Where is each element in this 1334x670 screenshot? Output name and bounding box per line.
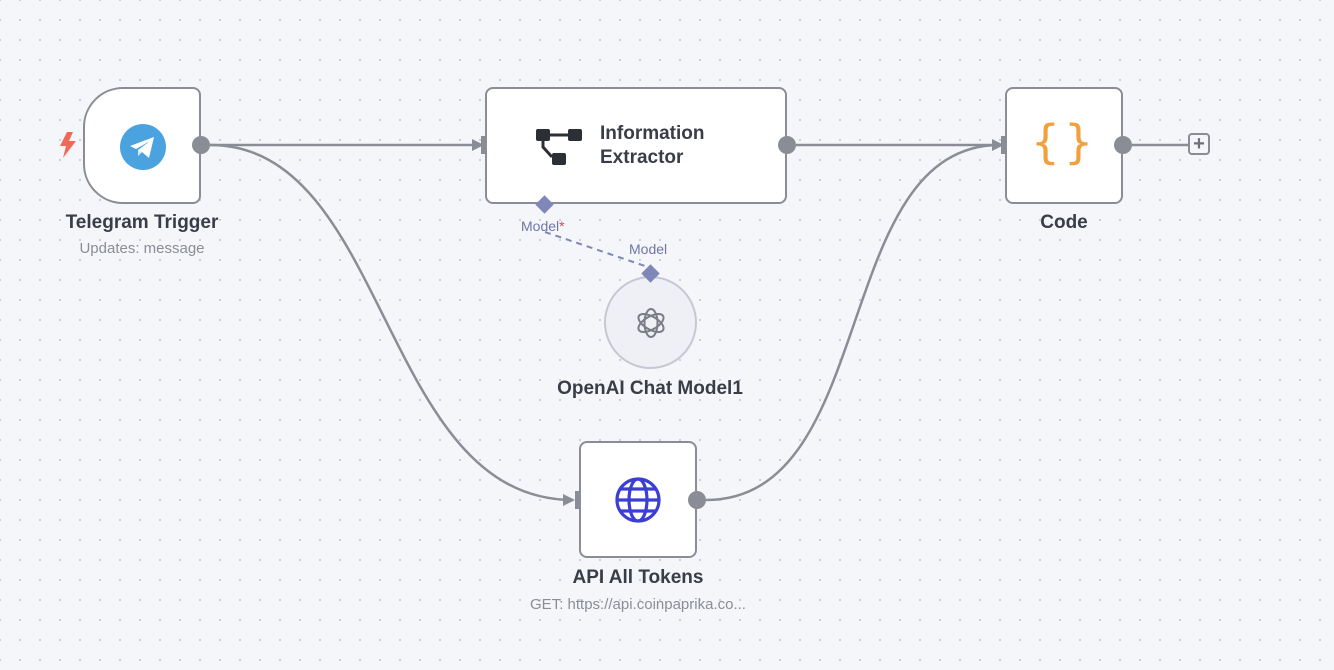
information-extractor-node[interactable]: Information Extractor [485, 87, 787, 204]
telegram-trigger-node[interactable] [83, 87, 201, 204]
telegram-output-handle[interactable] [192, 136, 210, 154]
openai-chat-model-node[interactable] [604, 276, 697, 369]
code-output-handle[interactable] [1114, 136, 1132, 154]
add-node-button[interactable]: + [1188, 133, 1210, 155]
edge-telegram-api[interactable] [209, 143, 574, 502]
api-all-tokens-subtitle: GET: https://api.coinpaprika.co... [530, 596, 746, 613]
openai-icon [637, 308, 665, 338]
extractor-title-line1: Information [600, 123, 705, 144]
code-braces-icon: {} [1030, 115, 1098, 169]
extractor-model-input-label: Model* [521, 218, 565, 234]
api-all-tokens-title: API All Tokens [572, 567, 704, 588]
extractor-output-handle[interactable] [778, 136, 796, 154]
telegram-trigger-title: Telegram Trigger [65, 212, 219, 233]
edge-arrowhead [563, 494, 575, 506]
globe-icon [615, 477, 661, 523]
openai-chat-model-title: OpenAI Chat Model1 [557, 378, 743, 399]
information-extractor-icon [536, 129, 582, 165]
openai-model-output-label: Model [629, 241, 668, 257]
code-node[interactable]: {} [1005, 87, 1123, 204]
code-title: Code [1040, 212, 1088, 233]
telegram-icon [120, 124, 166, 170]
plus-icon: + [1193, 133, 1205, 155]
edge-api-code[interactable] [705, 143, 1001, 502]
required-mark: * [559, 218, 565, 234]
api-all-tokens-node[interactable] [579, 441, 697, 558]
model-input-label-text: Model [521, 218, 560, 234]
lightning-bolt-icon [60, 132, 76, 158]
edge-arrowhead [472, 139, 484, 151]
telegram-trigger-subtitle: Updates: message [79, 240, 205, 257]
extractor-title-line2: Extractor [600, 147, 684, 168]
api-output-handle[interactable] [688, 491, 706, 509]
edge-model-connection[interactable] [544, 231, 646, 267]
